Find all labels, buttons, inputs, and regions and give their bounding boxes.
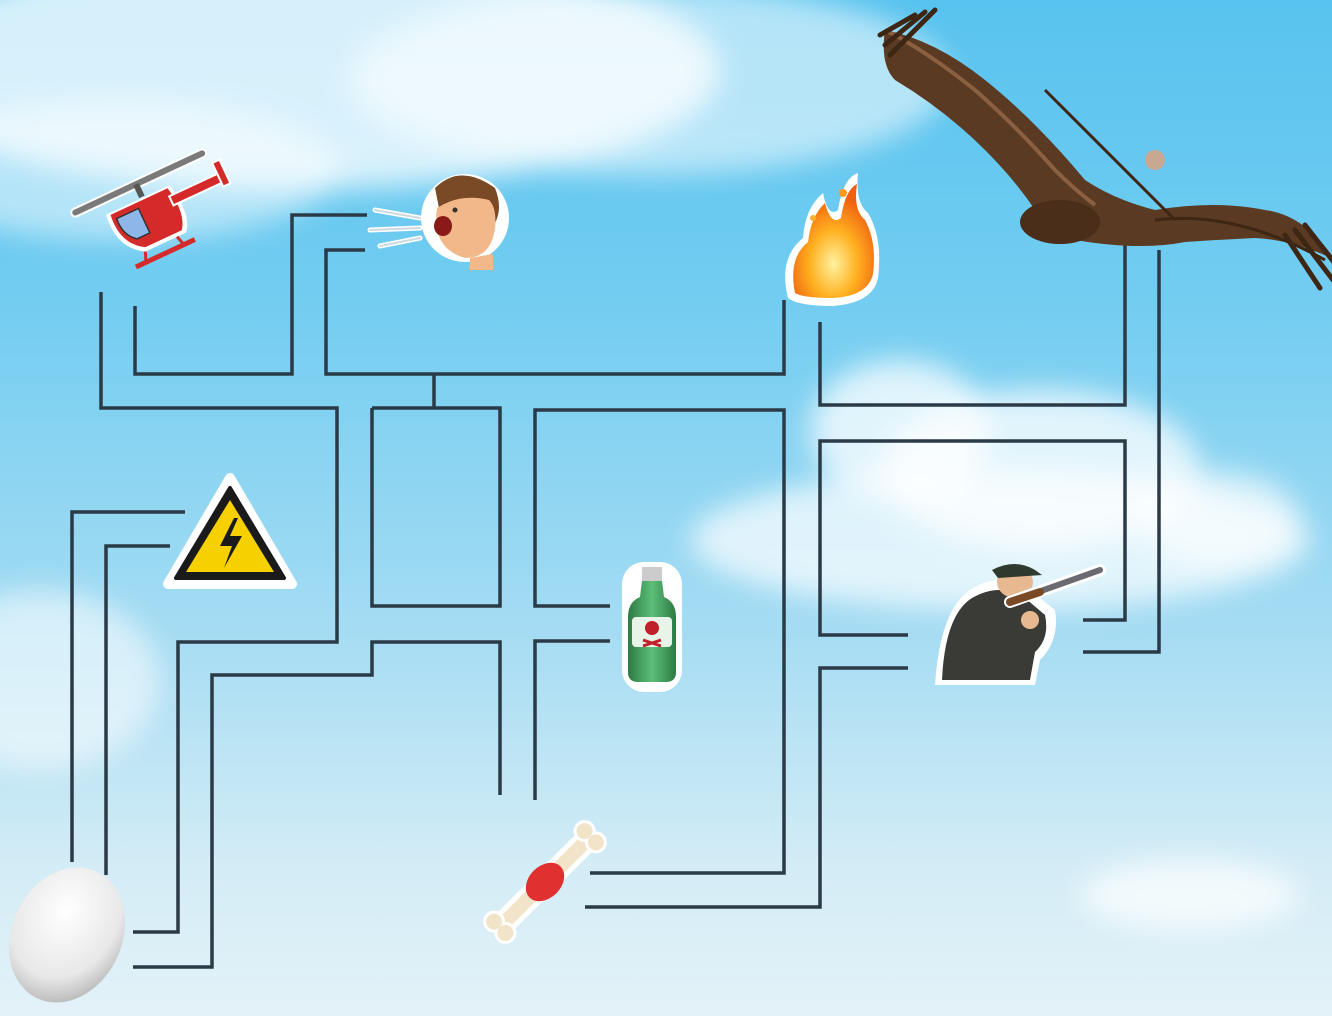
vulture-icon[interactable] xyxy=(880,10,1332,288)
fire-icon[interactable] xyxy=(785,173,879,306)
maze-path[interactable] xyxy=(326,250,784,374)
blowing-man-icon[interactable] xyxy=(370,174,509,270)
maze-path[interactable] xyxy=(585,668,908,907)
maze-path[interactable] xyxy=(101,292,337,932)
bone-icon[interactable] xyxy=(479,816,612,949)
clouds xyxy=(0,0,1310,930)
maze-path[interactable] xyxy=(133,642,500,967)
egg-icon[interactable] xyxy=(0,848,146,1016)
maze-path[interactable] xyxy=(372,408,500,606)
warning-sign-icon[interactable] xyxy=(168,478,292,584)
maze-path[interactable] xyxy=(535,641,610,800)
poison-bottle-icon[interactable] xyxy=(622,562,682,692)
